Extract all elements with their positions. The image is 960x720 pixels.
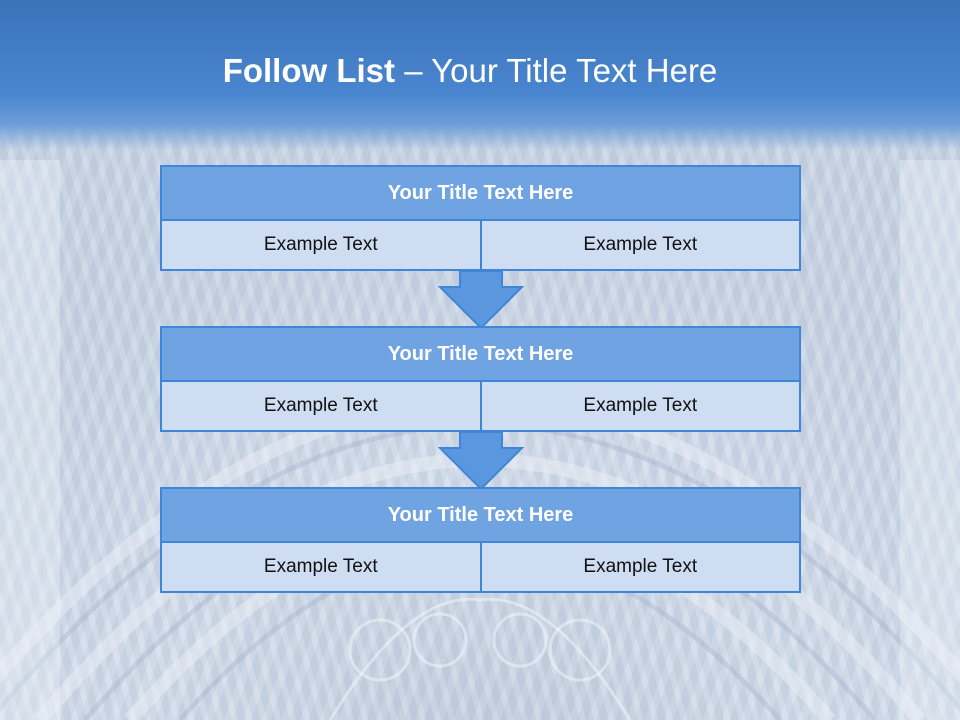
block-cell-right[interactable]: Example Text bbox=[481, 543, 801, 593]
block-row: Example Text Example Text bbox=[160, 221, 801, 271]
down-arrow-icon bbox=[438, 432, 524, 490]
down-arrow-icon bbox=[438, 271, 524, 329]
slide-title: Follow List – Your Title Text Here bbox=[0, 52, 940, 90]
block-row: Example Text Example Text bbox=[160, 382, 801, 432]
block-cell-left[interactable]: Example Text bbox=[160, 382, 482, 432]
block-cell-left[interactable]: Example Text bbox=[160, 221, 482, 271]
list-block-3: Your Title Text Here Example Text Exampl… bbox=[160, 487, 801, 593]
block-row: Example Text Example Text bbox=[160, 543, 801, 593]
block-cell-left[interactable]: Example Text bbox=[160, 543, 482, 593]
block-heading[interactable]: Your Title Text Here bbox=[160, 165, 801, 221]
list-block-2: Your Title Text Here Example Text Exampl… bbox=[160, 326, 801, 432]
block-heading[interactable]: Your Title Text Here bbox=[160, 487, 801, 543]
block-cell-right[interactable]: Example Text bbox=[481, 382, 801, 432]
title-rest: – Your Title Text Here bbox=[395, 52, 718, 89]
list-block-1: Your Title Text Here Example Text Exampl… bbox=[160, 165, 801, 271]
block-cell-right[interactable]: Example Text bbox=[481, 221, 801, 271]
title-bold: Follow List bbox=[222, 52, 396, 89]
block-heading[interactable]: Your Title Text Here bbox=[160, 326, 801, 382]
